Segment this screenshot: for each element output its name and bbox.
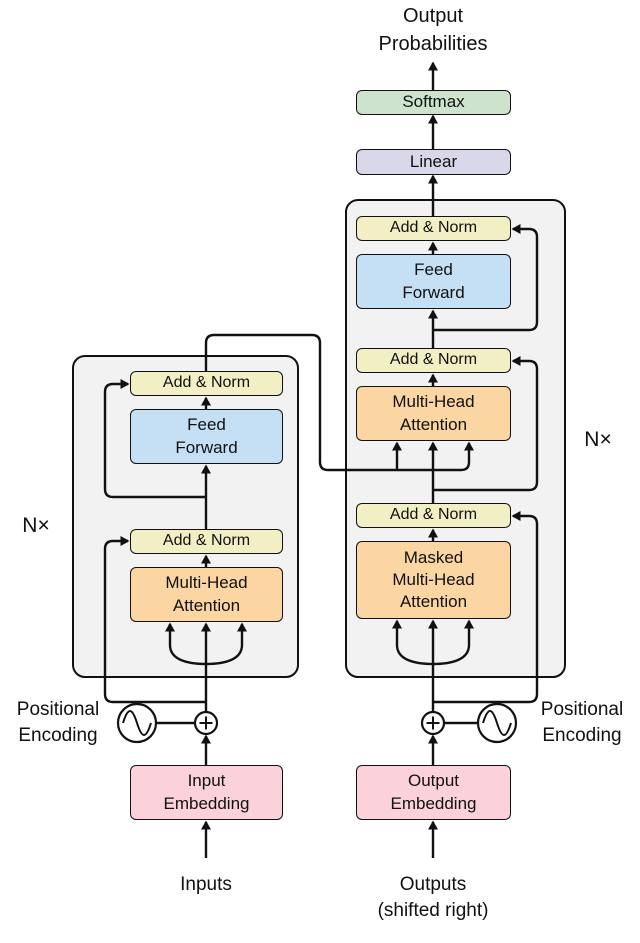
arrow-plus-to-masked-attention-left [392,619,434,666]
decoder-masked-multi-head-attention-box: Masked Multi-Head Attention [356,541,511,619]
arrow-dec-ff-residual [433,224,539,332]
decoder-add-norm-top-box: Add & Norm [356,216,511,241]
arrow-dec-attention-residual [433,356,539,492]
plus-circle-icon-left [193,710,219,736]
encoder-add-norm-bottom-box: Add & Norm [130,529,283,554]
decoder-n-times-label: N× [584,428,612,451]
inputs-label: Inputs [180,874,232,895]
arrow-enc-attention-residual [103,536,206,704]
decoder-add-norm-middle-box: Add & Norm [356,348,511,373]
arrow-plus-to-enc-attention-right [205,622,247,666]
input-embedding-box: Input Embedding [130,765,283,820]
decoder-feed-forward-box: Feed Forward [356,254,511,309]
positional-encoding-left-label: Positional Encoding [16,699,100,746]
encoder-stack [72,355,299,678]
arrow-plus-to-enc-attention-left [165,622,207,666]
encoder-n-times-label: N× [22,514,50,537]
arrow-enc-ff-residual [103,379,206,499]
arrow-plus-to-masked-attention-right [432,619,474,666]
positional-encoding-right-label: Positional Encoding [540,699,624,746]
decoder-add-norm-bottom-box: Add & Norm [356,503,511,528]
encoder-feed-forward-box: Feed Forward [130,409,283,464]
plus-circle-icon-right [420,710,446,736]
positional-encoding-icon-left [116,702,158,744]
output-probabilities-label: Output Probabilities [378,5,488,55]
outputs-label: Outputs (shifted right) [377,874,489,921]
encoder-multi-head-attention-box: Multi-Head Attention [130,567,283,622]
arrow-encoder-output-to-dec-attention-right [204,333,474,472]
sine-wave-icon [122,710,152,736]
linear-box: Linear [356,149,511,175]
decoder-arrows [392,61,539,858]
encoder-arrows [103,333,474,858]
positional-encoding-icon-right [476,702,518,744]
encoder-add-norm-top-box: Add & Norm [130,371,283,396]
output-embedding-box: Output Embedding [356,765,511,820]
decoder-multi-head-attention-box: Multi-Head Attention [356,386,511,441]
softmax-box: Softmax [356,90,511,115]
arrow-masked-attention-residual [433,511,539,704]
sine-wave-icon [482,710,512,736]
